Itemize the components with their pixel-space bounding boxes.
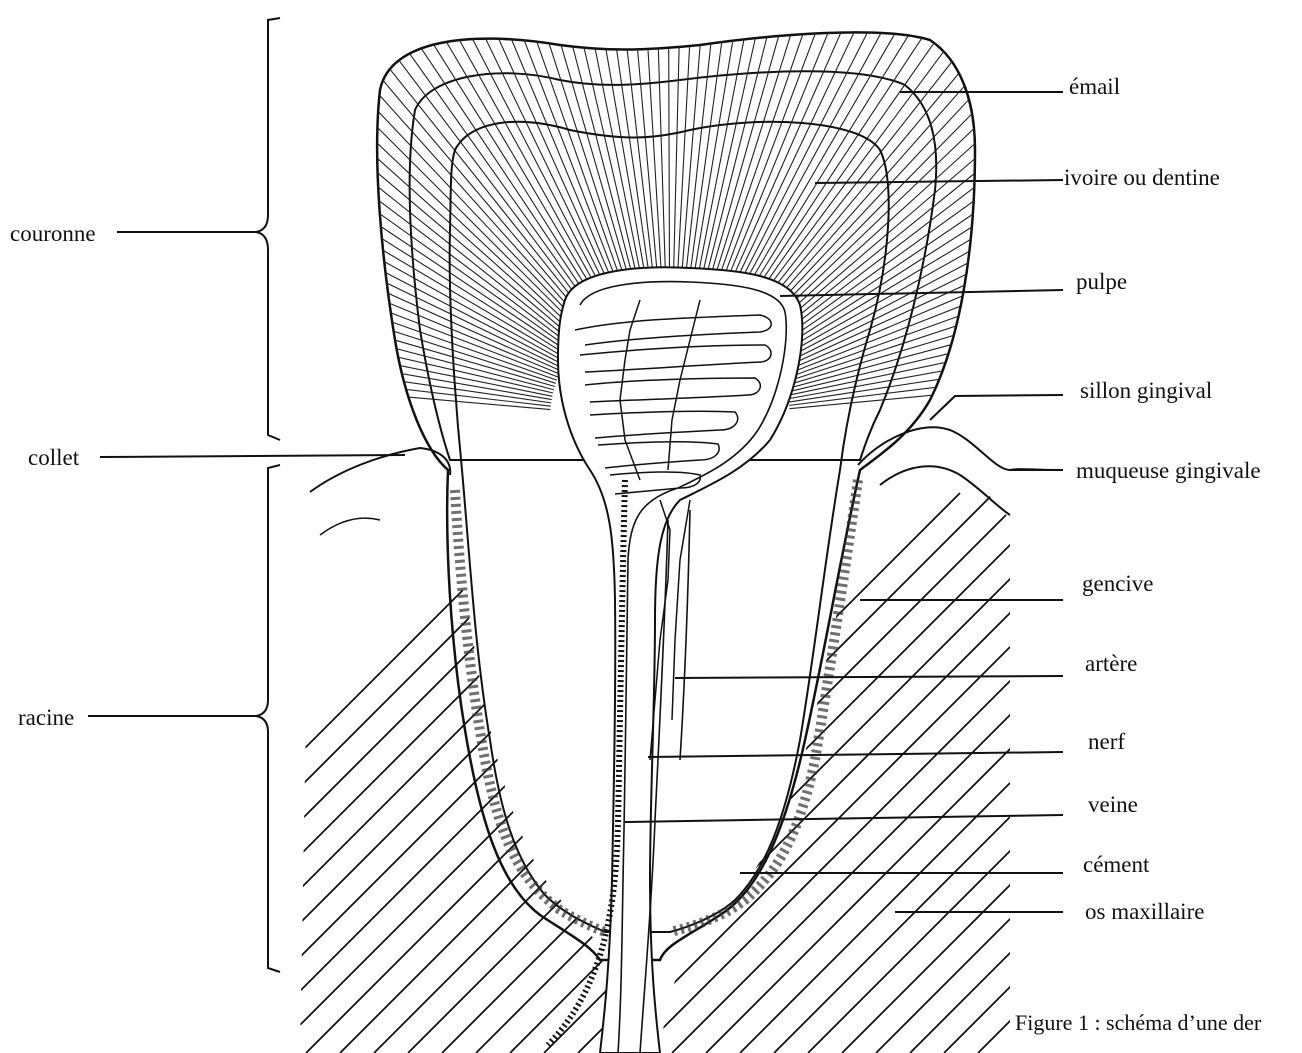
label-email: émail bbox=[1069, 75, 1120, 98]
label-muqueuse: muqueuse gingivale bbox=[1076, 459, 1261, 482]
couronne-bracket bbox=[256, 18, 280, 440]
label-gencive: gencive bbox=[1082, 572, 1154, 595]
label-couronne: couronne bbox=[10, 222, 96, 245]
label-pulpe: pulpe bbox=[1076, 270, 1127, 293]
bone-right-hatch bbox=[400, 493, 1302, 1053]
label-veine: veine bbox=[1088, 793, 1138, 816]
label-sillon: sillon gingival bbox=[1080, 379, 1212, 402]
label-os: os maxillaire bbox=[1085, 900, 1204, 923]
label-collet: collet bbox=[28, 446, 79, 469]
right-leaders bbox=[625, 92, 1063, 912]
label-nerf: nerf bbox=[1088, 730, 1125, 753]
collet-leader bbox=[100, 455, 405, 457]
racine-bracket bbox=[256, 465, 280, 972]
figure-caption: Figure 1 : schéma d’une der bbox=[1015, 1012, 1261, 1034]
label-racine: racine bbox=[18, 706, 74, 729]
label-ivoire: ivoire ou dentine bbox=[1064, 166, 1220, 189]
label-cement: cément bbox=[1083, 853, 1149, 876]
label-artere: artère bbox=[1085, 652, 1137, 675]
pulp-chamber bbox=[558, 267, 802, 1053]
gum-left-line2 bbox=[320, 518, 380, 535]
